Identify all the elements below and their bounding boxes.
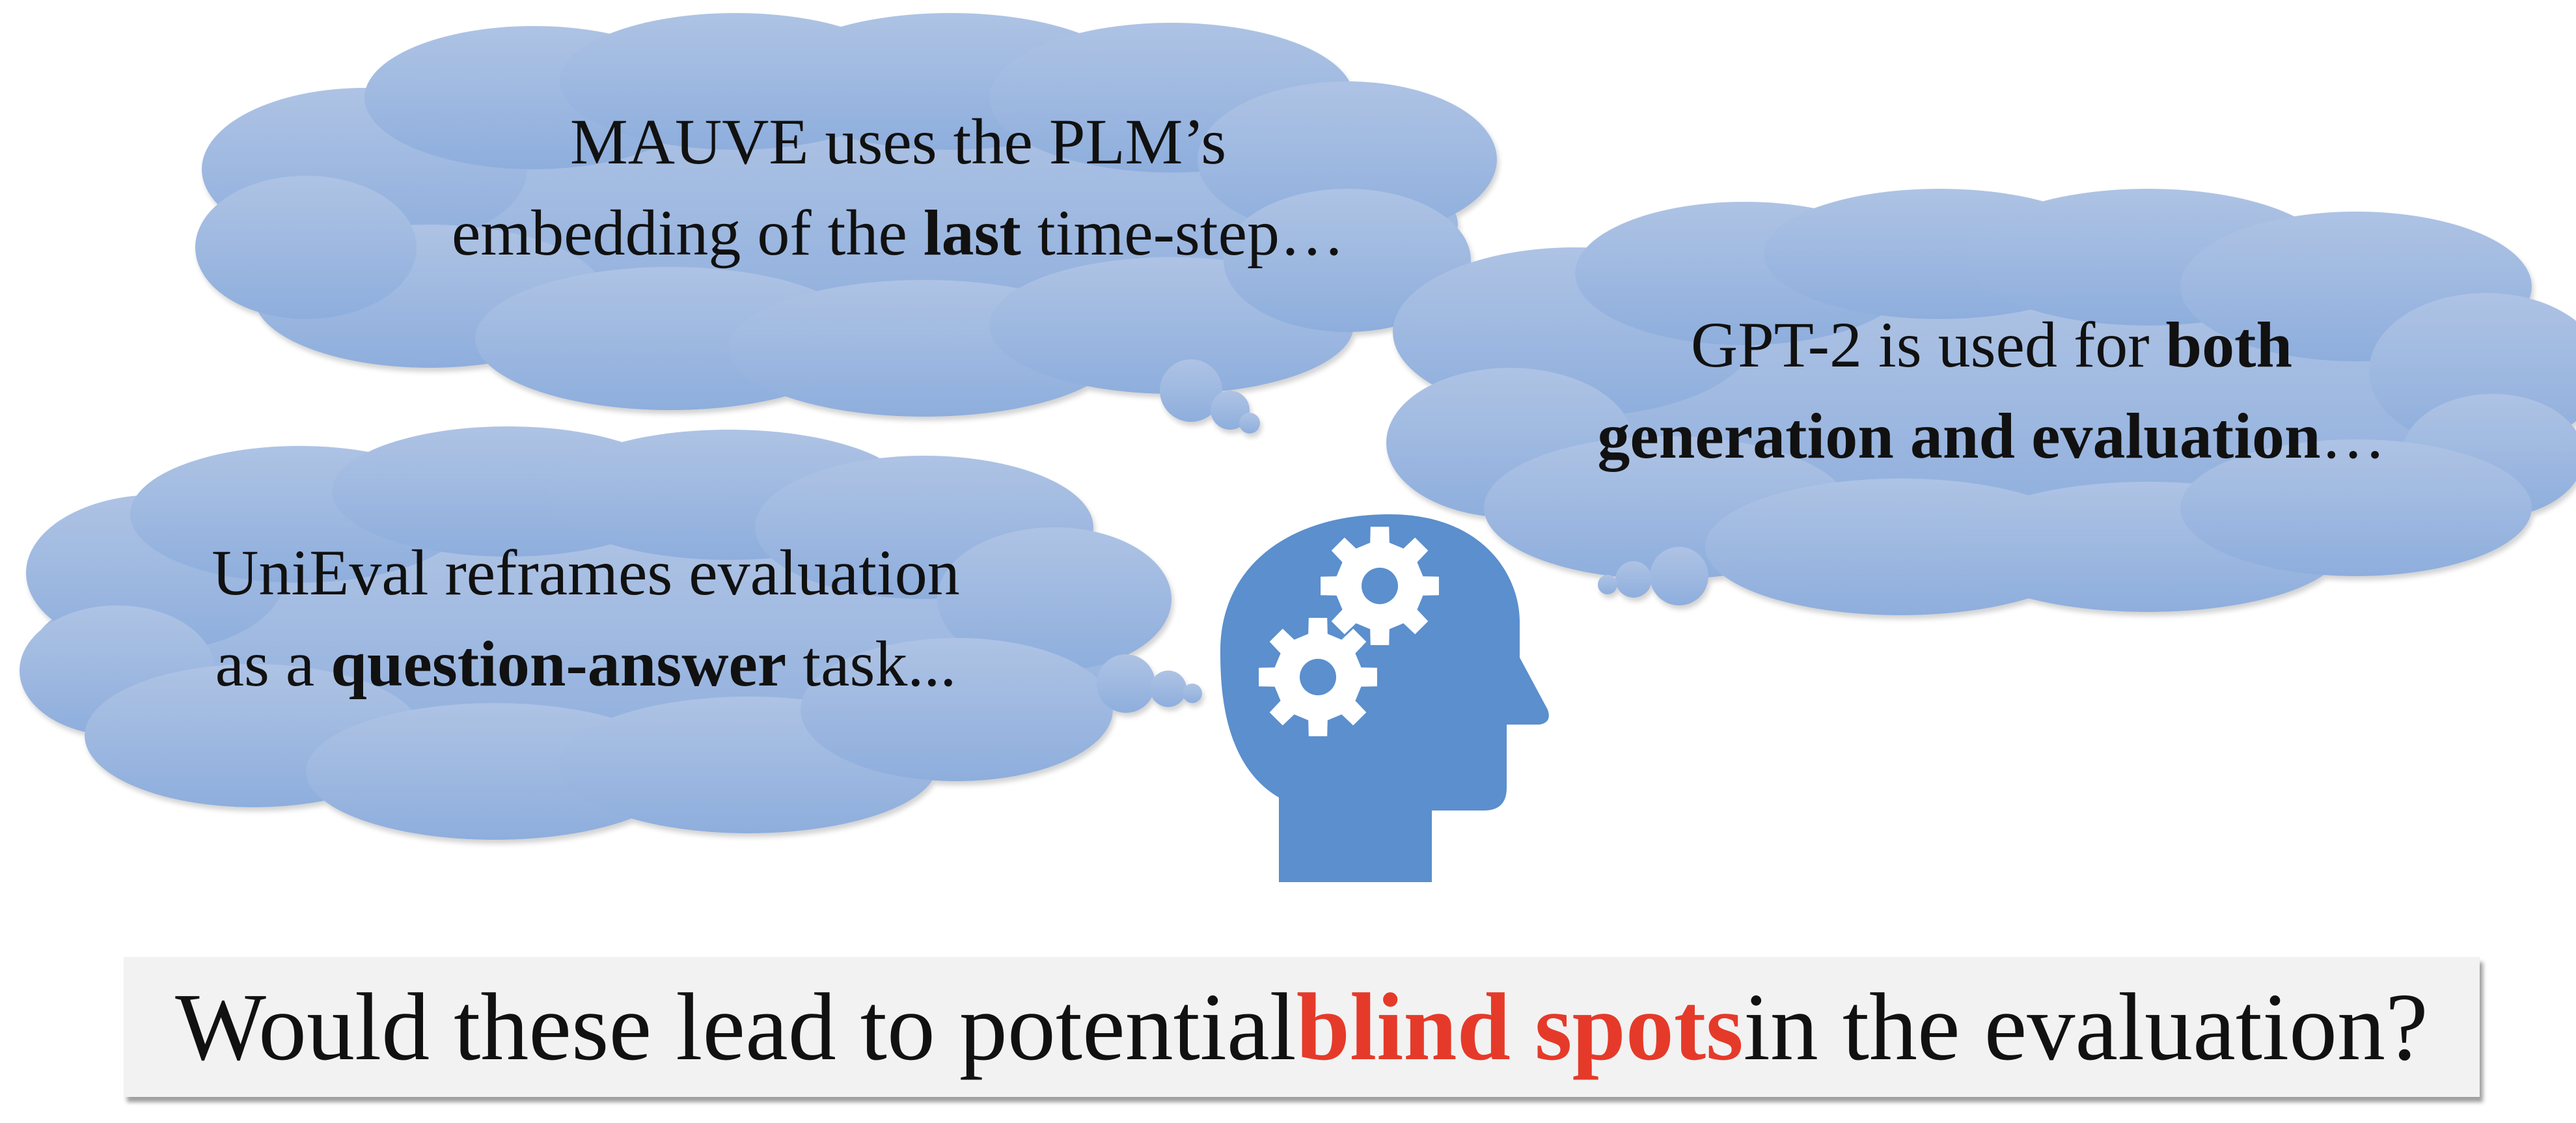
cloud-gpt2-text: GPT-2 is used for both generation and ev… — [1458, 299, 2525, 482]
cloud-mauve-line1: MAUVE uses the PLM’s — [569, 105, 1227, 178]
gear-icon — [1321, 527, 1439, 645]
question-highlight: blind spots — [1296, 973, 1744, 1081]
cloud-gpt2-line2: generation and evaluation… — [1597, 400, 2386, 472]
head-silhouette — [1220, 514, 1549, 882]
gear-hole — [1362, 568, 1398, 604]
cloud-unieval-line1: UniEval reframes evaluation — [212, 536, 960, 609]
head-with-gears-icon — [1220, 514, 1549, 882]
question-text-start: Would these lead to potential — [175, 973, 1296, 1081]
cloud-mauve — [195, 13, 1497, 434]
cloud-unieval — [20, 426, 1202, 840]
cloud-mauve-line2: embedding of the last time-step… — [452, 197, 1345, 269]
cloud-unieval-text: UniEval reframes evaluation as a questio… — [52, 527, 1119, 710]
gear-hole — [1300, 659, 1336, 695]
question-banner: Would these lead to potential blind spot… — [124, 957, 2480, 1097]
gear-icon — [1259, 618, 1377, 736]
cloud-gpt2-line1: GPT-2 is used for both — [1690, 309, 2293, 381]
cloud-mauve-text: MAUVE uses the PLM’s embedding of the la… — [364, 96, 1432, 279]
cloud-gpt2 — [1386, 189, 2576, 615]
question-text-end: in the evaluation? — [1743, 973, 2428, 1081]
cloud-unieval-line2: as a question-answer task... — [215, 628, 957, 700]
